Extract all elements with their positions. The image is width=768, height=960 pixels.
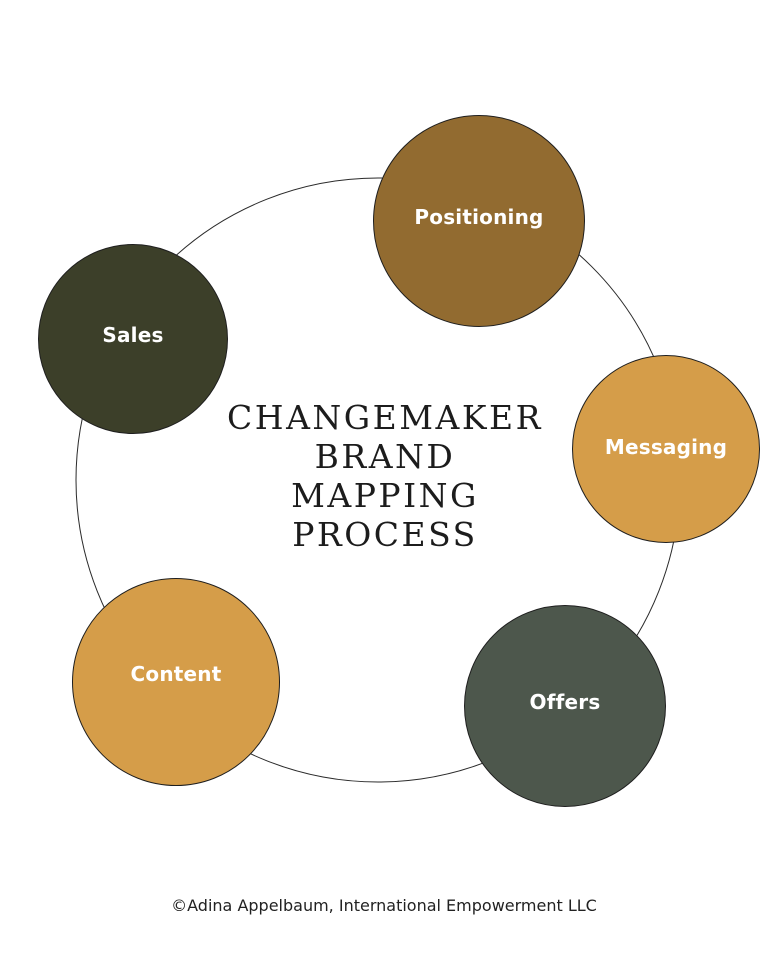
node-offers: Offers bbox=[464, 605, 666, 807]
node-positioning-label: Positioning bbox=[414, 205, 544, 229]
copyright-notice: ©Adina Appelbaum, International Empowerm… bbox=[171, 896, 597, 915]
node-messaging-label: Messaging bbox=[604, 435, 728, 459]
node-offers-label: Offers bbox=[529, 690, 601, 714]
title-line: BRAND bbox=[314, 437, 456, 476]
diagram-title: CHANGEMAKER BRAND MAPPING PROCESS bbox=[220, 398, 550, 554]
title-line: MAPPING bbox=[291, 476, 479, 515]
node-positioning: Positioning bbox=[373, 115, 585, 327]
title-line: CHANGEMAKER bbox=[227, 398, 543, 437]
node-messaging: Messaging bbox=[572, 355, 760, 543]
title-line: PROCESS bbox=[292, 515, 478, 554]
node-content: Content bbox=[72, 578, 280, 786]
node-sales-label: Sales bbox=[102, 323, 164, 347]
node-sales: Sales bbox=[38, 244, 228, 434]
node-content-label: Content bbox=[130, 662, 222, 686]
